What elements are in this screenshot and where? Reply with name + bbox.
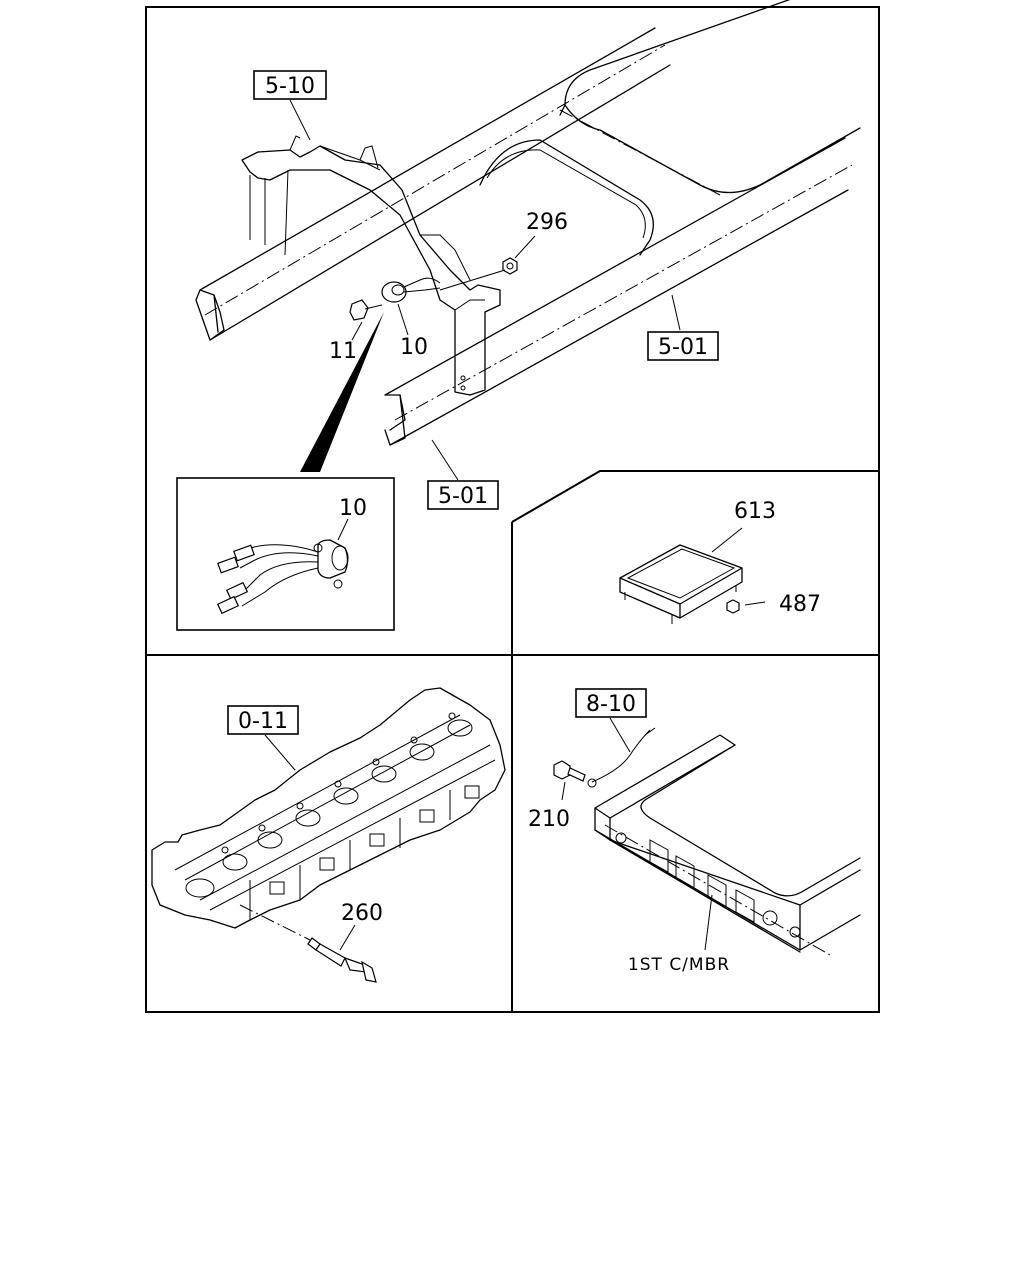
ref-0-11-label: 0-11 — [238, 709, 288, 734]
ref-box-8-10: 8-10 — [575, 688, 647, 718]
ref-box-5-01-upper: 5-01 — [647, 331, 719, 361]
part-10-label: 10 — [400, 335, 428, 360]
ref-box-0-11: 0-11 — [227, 705, 299, 735]
ecu-drawing — [619, 527, 766, 624]
crossmember-note-label: 1ST C/MBR — [628, 955, 730, 975]
part-210-label: 210 — [528, 807, 570, 832]
part-10-detail-label: 10 — [339, 496, 367, 521]
ref-5-01-lower-label: 5-01 — [438, 484, 488, 509]
part-296-label: 296 — [526, 210, 568, 235]
ref-8-10-label: 8-10 — [586, 692, 636, 717]
cylinder-head-drawing — [151, 687, 506, 983]
ref-5-01-upper-label: 5-01 — [658, 335, 708, 360]
diagram-frame — [145, 6, 880, 1013]
sensor-detail-inset — [176, 477, 395, 631]
part-260-label: 260 — [341, 901, 383, 926]
cylinder-head-ports — [185, 712, 480, 898]
part-11-label: 11 — [329, 339, 357, 364]
part-613-label: 613 — [734, 499, 776, 524]
chassis-frame-drawing — [195, 0, 861, 481]
part-487-label: 487 — [779, 592, 821, 617]
ref-box-5-01-lower: 5-01 — [427, 480, 499, 510]
crossmember-drawing — [553, 717, 861, 956]
ref-5-10-label: 5-10 — [265, 74, 315, 99]
ref-box-5-10: 5-10 — [253, 70, 327, 100]
